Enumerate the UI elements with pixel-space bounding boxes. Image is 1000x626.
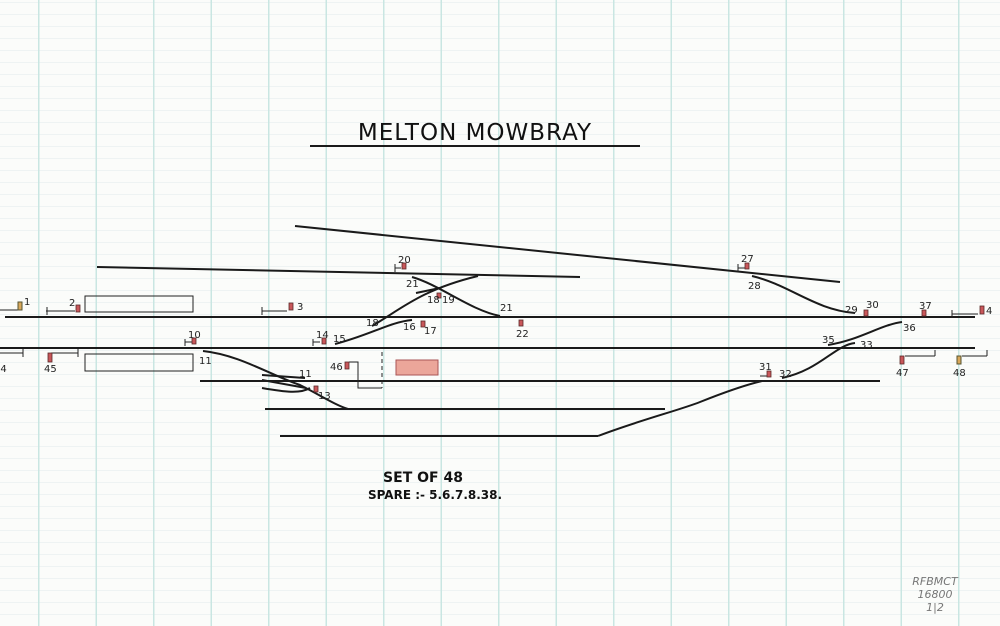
label-21: 21 [406, 279, 419, 290]
curve-13 [261, 387, 311, 393]
signal-22 [518, 319, 524, 327]
signal-17 [420, 320, 426, 328]
curve-12 [261, 379, 307, 389]
signal-31 [766, 370, 772, 378]
label-10: 10 [188, 330, 201, 341]
curve-36 [827, 321, 903, 346]
curve-18 [371, 275, 479, 327]
signal-10 [191, 337, 197, 345]
label-3: 3 [297, 302, 303, 313]
label-35: 35 [822, 335, 835, 346]
signals [17, 262, 985, 393]
curve-28 [751, 275, 856, 314]
label-18-b: 18 [427, 295, 440, 306]
label-47: 47 [896, 368, 909, 379]
label-29: 29 [845, 305, 858, 316]
curve-33 [781, 342, 856, 379]
curve-siding [597, 380, 763, 437]
set-note: SET OF 48 [383, 470, 463, 486]
signal-12 [313, 385, 319, 393]
label-46: 46 [330, 362, 343, 373]
tracks [0, 225, 975, 437]
label-44: 44 [0, 364, 7, 375]
label-27: 27 [741, 254, 754, 265]
label-45: 45 [44, 364, 57, 375]
spare-note: SPARE :- 5.6.7.8.38. [368, 488, 502, 502]
label-31: 31 [759, 362, 772, 373]
reference-line-3: 1|2 [926, 601, 944, 614]
label-2: 2 [69, 298, 75, 309]
label-32: 32 [779, 369, 792, 380]
signal-arms [0, 264, 988, 377]
label-30: 30 [866, 300, 879, 311]
curve-11 [202, 350, 349, 410]
track-goods-line [96, 266, 581, 278]
signal-30 [863, 309, 869, 317]
label-28: 28 [748, 281, 761, 292]
track-upper-siding [294, 225, 841, 283]
signal-1 [17, 301, 23, 311]
curve-16 [334, 319, 413, 345]
label-19: 19 [442, 295, 455, 306]
signal-3 [288, 302, 294, 311]
curve-21 [411, 276, 501, 317]
curve-18b [415, 287, 441, 294]
label-22: 22 [516, 329, 529, 340]
signal-48 [956, 355, 962, 365]
diagram-title: MELTON MOWBRAY [358, 120, 592, 146]
label-18: 18 [366, 318, 379, 329]
signal-37 [921, 309, 927, 317]
signal-45 [47, 352, 53, 363]
label-1: 1 [24, 297, 30, 308]
signal-4 [979, 305, 985, 315]
reference-line-1: RFBMCT [912, 575, 959, 588]
label-11-b: 11 [299, 369, 312, 380]
label-14: 14 [316, 330, 329, 341]
label-37: 37 [919, 301, 932, 312]
label-11: 11 [199, 356, 212, 367]
platform-up [84, 295, 194, 313]
label-13: 13 [318, 391, 331, 402]
signal-box [395, 359, 439, 376]
label-36: 36 [903, 323, 916, 334]
reference-line-2: 16800 [918, 588, 953, 601]
label-48: 48 [953, 368, 966, 379]
label-20: 20 [398, 255, 411, 266]
curve-11b [261, 374, 306, 379]
label-4: 4 [986, 306, 992, 317]
signal-46-arm [349, 361, 382, 389]
platform-down [84, 353, 194, 372]
signal-46 [344, 361, 350, 370]
signal-27 [744, 262, 750, 270]
signal-47 [899, 355, 905, 365]
label-21-b: 21 [500, 303, 513, 314]
signal-14 [321, 337, 327, 345]
signal-2 [75, 304, 81, 313]
signal-19 [436, 292, 442, 299]
label-33: 33 [860, 340, 873, 351]
signal-20 [401, 262, 407, 270]
lever-labels: 1 2 3 4 10 11 11 13 14 15 16 17 18 18 19… [0, 254, 992, 402]
label-17: 17 [424, 326, 437, 337]
label-16: 16 [403, 322, 416, 333]
label-15: 15 [333, 334, 346, 345]
